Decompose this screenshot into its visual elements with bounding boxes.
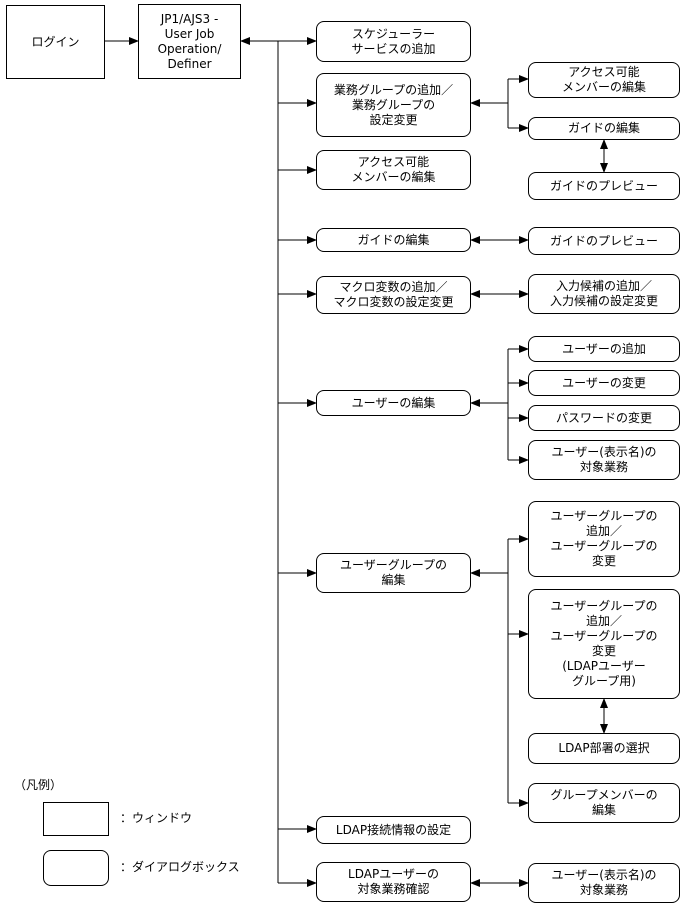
dialog-usergroup-edit: ユーザーグループの 編集: [316, 553, 471, 593]
dialog-ldap-dept: LDAP部署の選択: [528, 733, 680, 764]
dialog-user-target: ユーザー(表示名)の 対象業務: [528, 440, 680, 480]
dialog-access-members: アクセス可能 メンバーの編集: [316, 150, 471, 190]
dialog-group-guide-edit: ガイドの編集: [528, 117, 680, 140]
dialog-guide-edit: ガイドの編集: [316, 228, 471, 252]
dialog-user-change: ユーザーの変更: [528, 370, 680, 396]
dialog-password-change: パスワードの変更: [528, 405, 680, 431]
legend-title: （凡例）: [14, 778, 63, 792]
dialog-macro-edit: マクロ変数の追加／ マクロ変数の設定変更: [316, 276, 471, 314]
legend-window-sample: [43, 802, 109, 836]
dialog-candidate-edit: 入力候補の追加／ 入力候補の設定変更: [528, 274, 680, 314]
dialog-group-member-edit: グループメンバーの 編集: [528, 783, 680, 823]
dialog-guide-preview: ガイドのプレビュー: [528, 227, 680, 255]
dialog-usergroup-add: ユーザーグループの 追加／ ユーザーグループの 変更: [528, 501, 680, 577]
dialog-user-add: ユーザーの追加: [528, 336, 680, 362]
dialog-ldap-user-target: LDAPユーザーの 対象業務確認: [316, 862, 471, 902]
legend-window-label: ：ウィンドウ: [120, 811, 193, 825]
dialog-scheduler-add: スケジューラー サービスの追加: [316, 21, 471, 62]
dialog-usergroup-ldap: ユーザーグループの 追加／ ユーザーグループの 変更 (LDAPユーザー グルー…: [528, 589, 680, 699]
window-login: ログイン: [6, 5, 105, 79]
dialog-group-guide-preview: ガイドのプレビュー: [528, 172, 680, 200]
legend-dialog-label: ：ダイアログボックス: [120, 860, 240, 874]
dialog-user-edit: ユーザーの編集: [316, 390, 471, 416]
legend-dialog-sample: [43, 850, 109, 886]
dialog-ldap-conn: LDAP接続情報の設定: [316, 816, 471, 844]
dialog-group-edit: 業務グループの追加／ 業務グループの 設定変更: [316, 73, 471, 137]
dialog-group-access-members: アクセス可能 メンバーの編集: [528, 62, 680, 98]
dialog-ldap-user-target-result: ユーザー(表示名)の 対象業務: [528, 863, 680, 903]
window-jp1-ajs3: JP1/AJS3 - User Job Operation/ Definer: [138, 4, 241, 79]
